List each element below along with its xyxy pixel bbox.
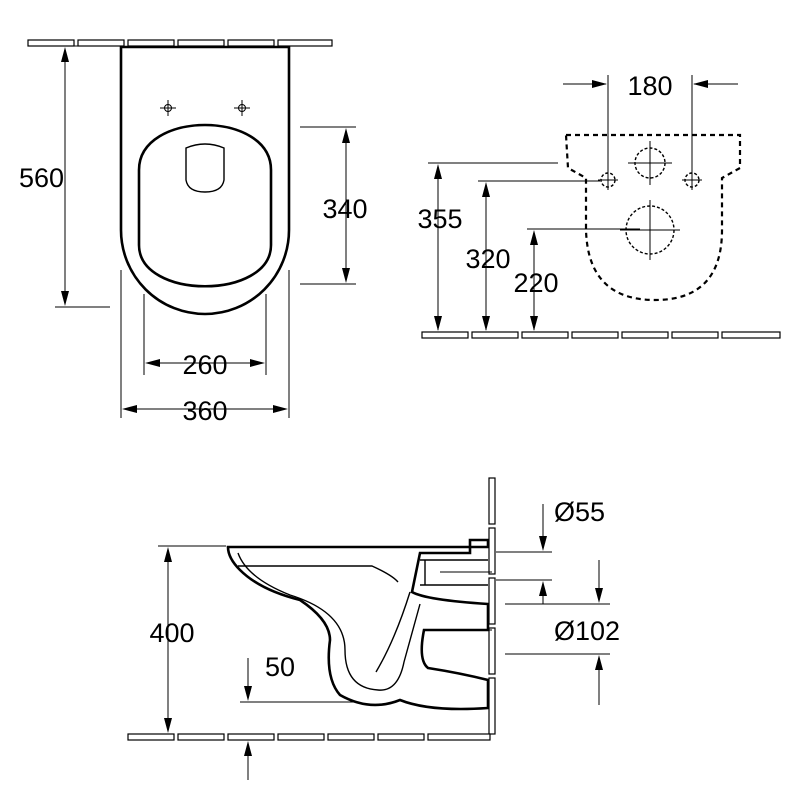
outlet-diameter-label: Ø102	[554, 616, 620, 646]
seat-height-label: 400	[149, 618, 194, 648]
side-inlet-pipe	[420, 559, 488, 586]
side-trap-line	[375, 591, 411, 673]
drop-label: 50	[265, 652, 295, 682]
bowl-depth-label: 340	[322, 194, 367, 224]
side-bowl-outer	[226, 538, 490, 711]
bowl-outline-top	[119, 45, 291, 316]
outlet-height-label: 220	[513, 268, 558, 298]
rear-bowl-outline	[564, 133, 742, 302]
fixing-height-label: 355	[417, 204, 462, 234]
rear-view: 180 355 320 220	[417, 71, 781, 339]
depth-label: 560	[19, 163, 64, 193]
inlet-hole-icon	[628, 141, 672, 185]
outlet-hole-icon	[620, 200, 680, 260]
fixing-spacing-label: 180	[627, 71, 672, 101]
fixing-mark-icon	[160, 100, 176, 116]
side-rim-line	[238, 565, 399, 583]
outer-width-label: 360	[182, 396, 227, 426]
top-view: 560 340 260 360	[19, 39, 368, 426]
side-view-floor	[127, 733, 491, 741]
fixing-hole-icon	[682, 170, 702, 190]
upper-hole-height-label: 320	[465, 244, 510, 274]
inlet-diameter-label: Ø55	[554, 497, 605, 527]
inner-width-label: 260	[182, 350, 227, 380]
fixing-mark-icon	[234, 100, 250, 116]
top-view-wall	[27, 39, 333, 47]
side-view-wall	[488, 477, 496, 735]
fixing-hole-icon	[598, 170, 618, 190]
flush-opening-top	[185, 143, 225, 193]
rear-view-floor	[421, 331, 781, 339]
side-view: Ø55 Ø102 400 50	[127, 477, 620, 780]
side-bowl-inner	[237, 552, 421, 691]
seat-rim-top	[137, 123, 273, 288]
